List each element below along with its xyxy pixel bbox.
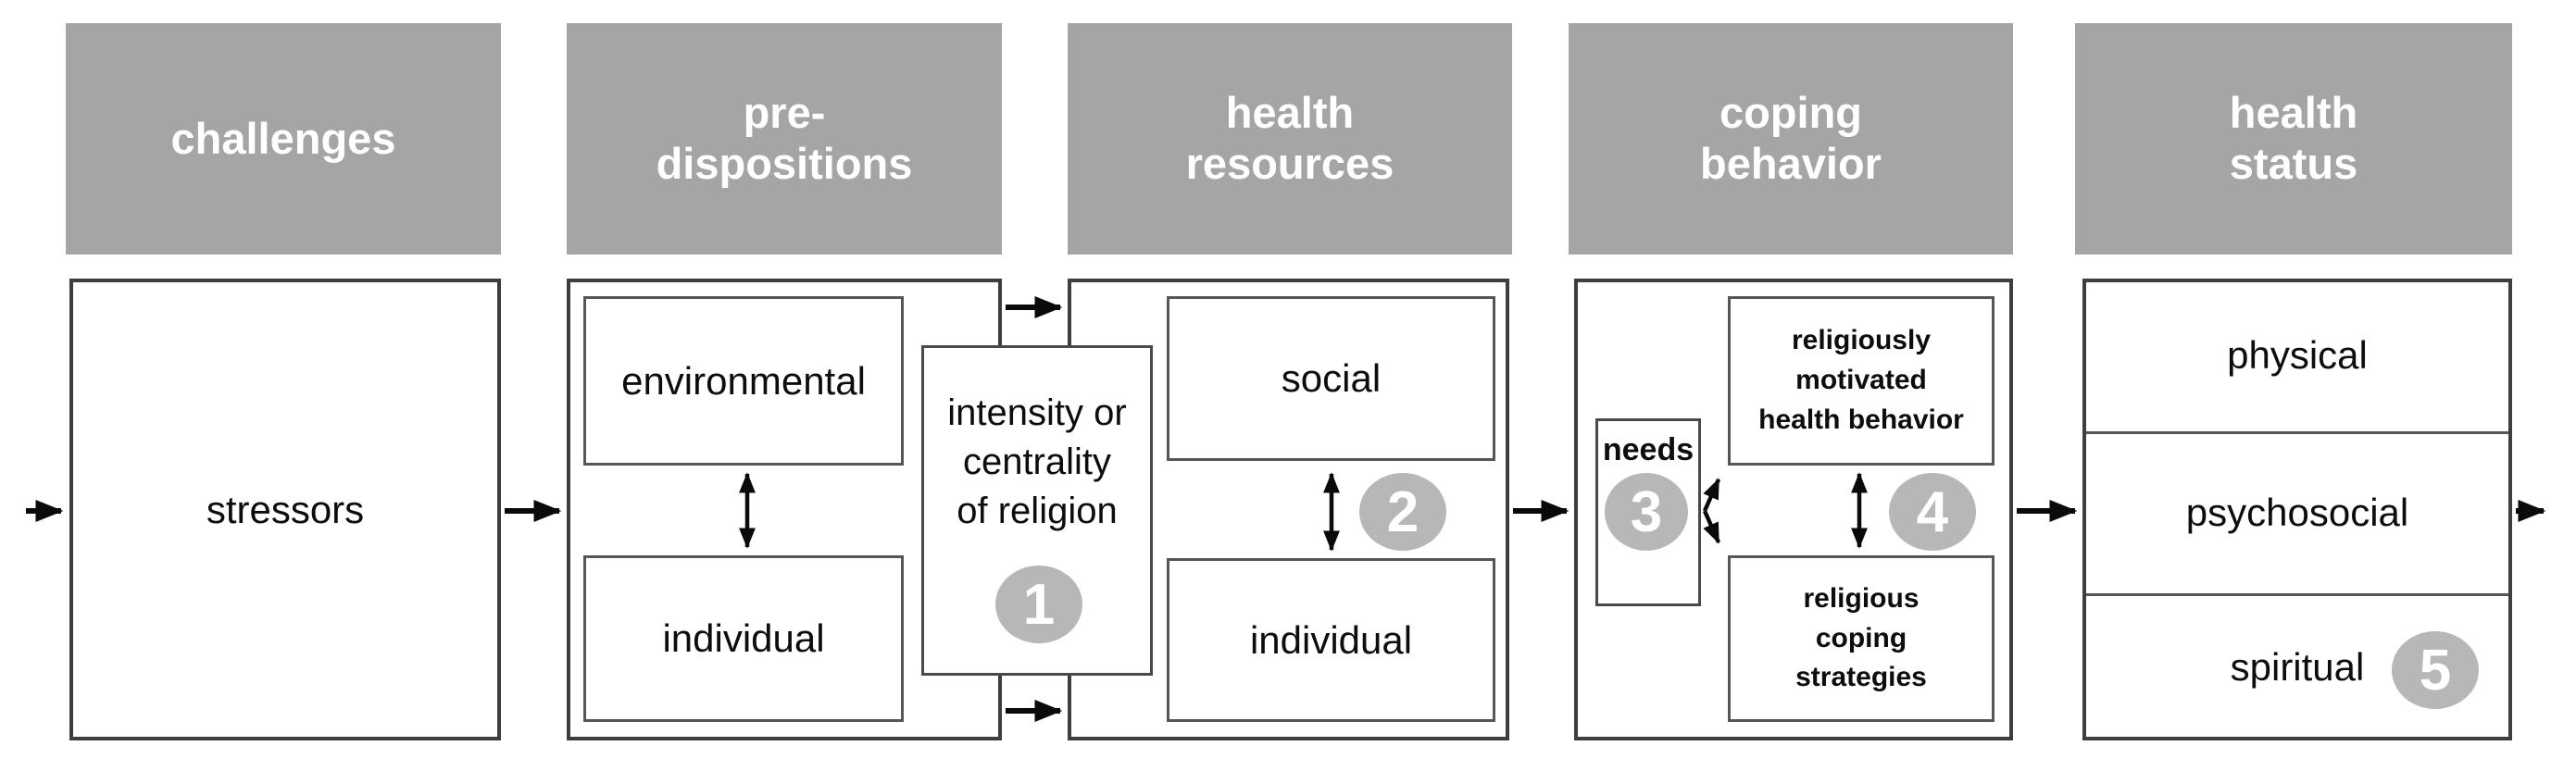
header-health-status: health status <box>2075 23 2512 255</box>
stressors-label: stressors <box>206 487 365 531</box>
status-divider-1 <box>2086 431 2508 434</box>
physical-cell: physical <box>2227 332 2368 377</box>
badge-5: 5 <box>2392 631 2479 709</box>
social-box: social <box>1167 296 1495 461</box>
individual-predispositions-box: individual <box>583 555 904 722</box>
header-pre-dispositions: pre- dispositions <box>567 23 1002 255</box>
stressors-box: stressors <box>69 279 501 740</box>
badge-4: 4 <box>1889 473 1976 551</box>
badge-1: 1 <box>995 566 1082 643</box>
badge-2: 2 <box>1359 473 1446 551</box>
header-coping-behavior: coping behavior <box>1569 23 2013 255</box>
header-challenges: challenges <box>66 23 501 255</box>
spiritual-cell: spiritual <box>2230 644 2365 689</box>
religiously-motivated-health-behavior-box: religiously motivated health behavior <box>1728 296 1995 466</box>
badge-3: 3 <box>1605 473 1688 551</box>
environmental-box: environmental <box>583 296 904 466</box>
psychosocial-cell: psychosocial <box>2185 490 2409 534</box>
individual-resources-box: individual <box>1167 558 1495 722</box>
status-divider-2 <box>2086 593 2508 596</box>
header-health-resources: health resources <box>1068 23 1512 255</box>
religious-coping-strategies-box: religious coping strategies <box>1728 555 1995 722</box>
